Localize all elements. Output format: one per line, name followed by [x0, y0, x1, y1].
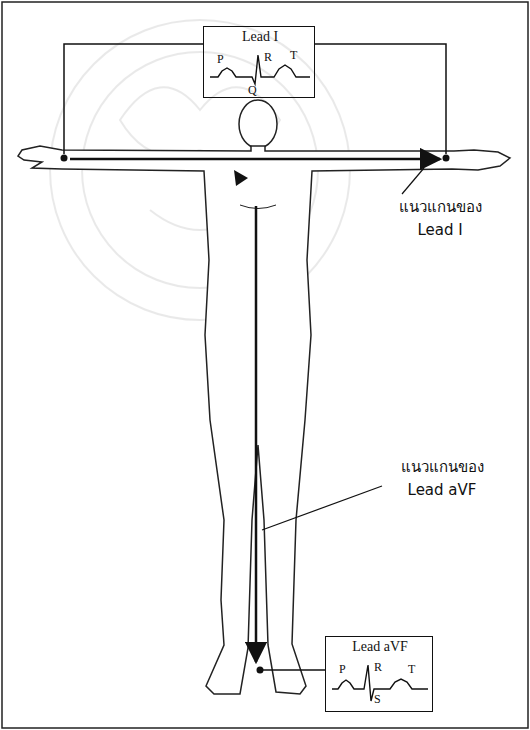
lead-avf-axis — [255, 206, 258, 662]
human-body — [18, 100, 510, 694]
axis-label: แนวแกนของ Lead I — [382, 196, 498, 243]
wave-letter: P — [339, 663, 346, 675]
wave-letter: R — [264, 51, 272, 63]
ecg-strip-box: Lead aVF P R S T — [325, 636, 433, 712]
wave-letter: T — [408, 663, 415, 675]
lead-name: Lead I — [242, 30, 278, 44]
heart-vector — [234, 170, 248, 186]
leader-line — [402, 168, 424, 194]
lead-name: Lead aVF — [352, 640, 408, 654]
wave-letter: Q — [248, 84, 257, 96]
leader-line — [262, 486, 382, 530]
axis-label: แนวแกนของ Lead aVF — [384, 456, 500, 503]
wave-letter: T — [290, 49, 297, 61]
lead-i-axis — [70, 158, 440, 161]
wave-letter: S — [374, 693, 381, 705]
wave-letter: R — [374, 661, 382, 673]
ecg-strip-box: Lead I P R Q T — [203, 26, 315, 98]
lead-wire — [64, 44, 446, 670]
wave-letter: P — [217, 53, 224, 65]
